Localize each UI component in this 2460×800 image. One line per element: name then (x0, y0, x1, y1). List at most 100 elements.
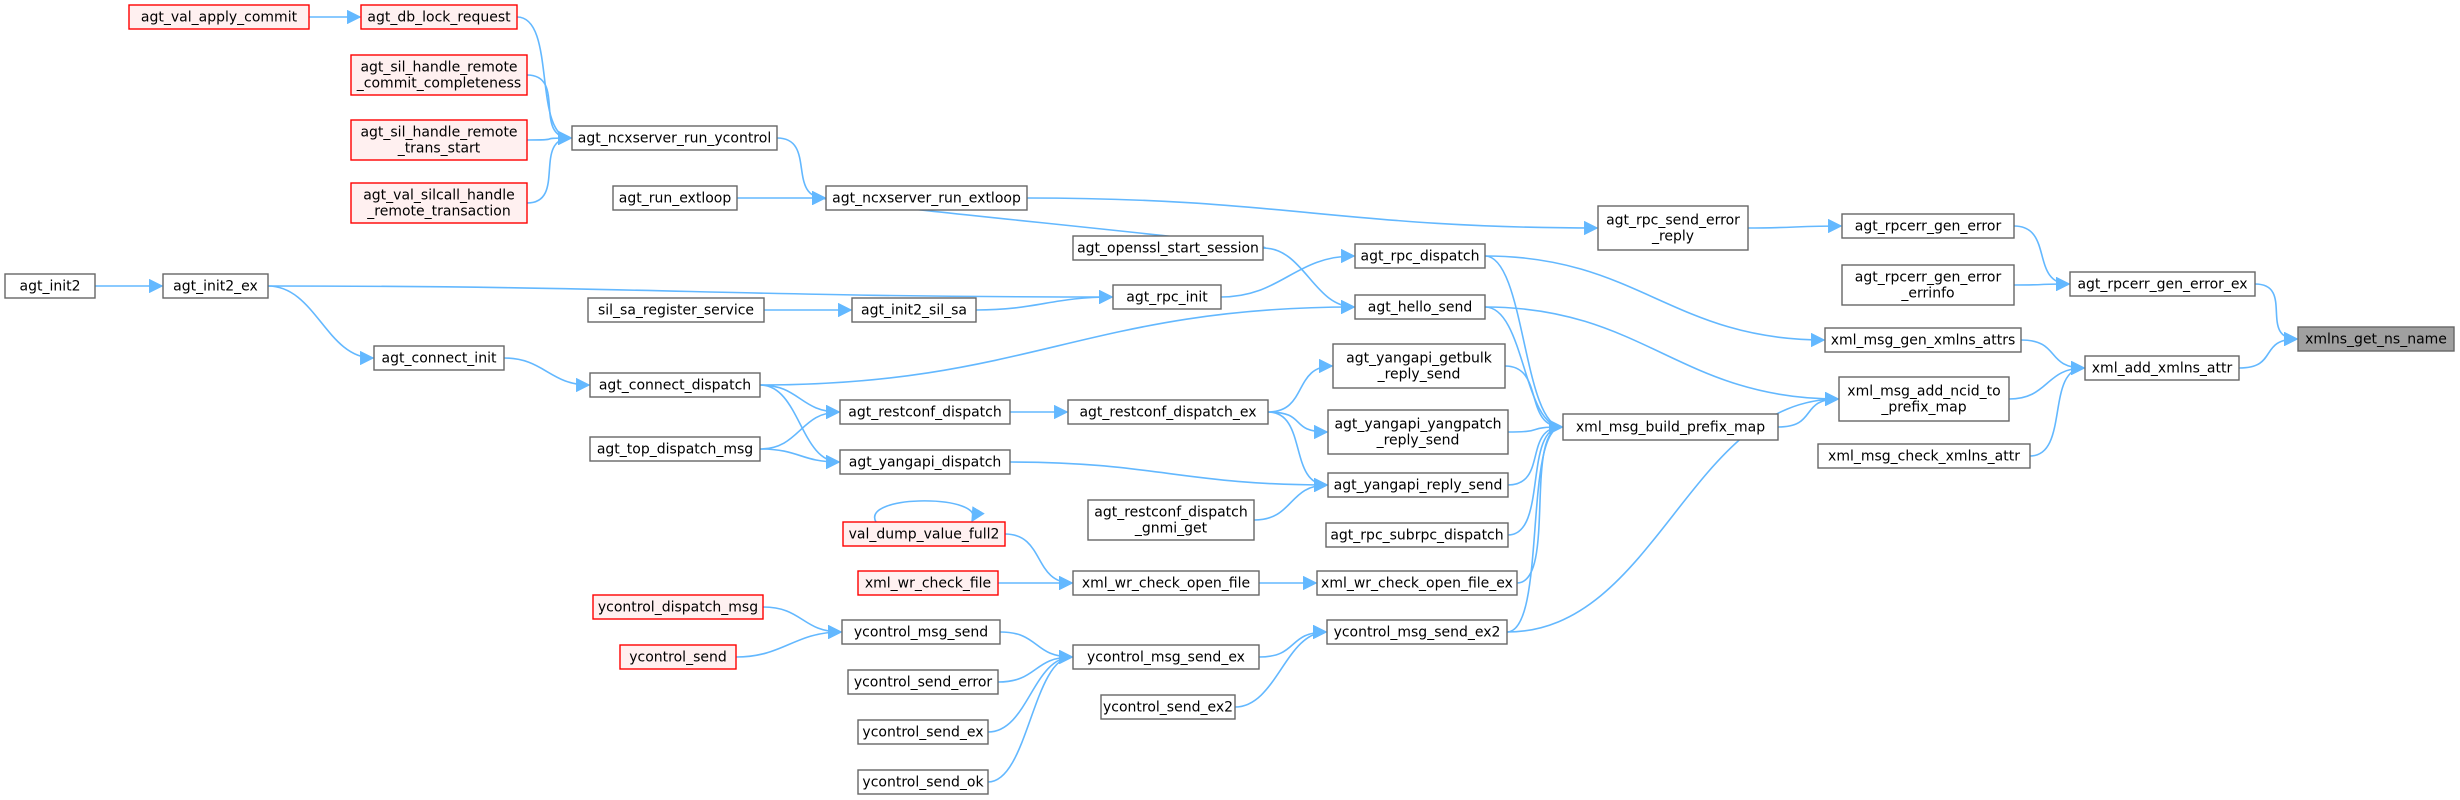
graph-node-yc-send-ok[interactable]: ycontrol_send_ok (857, 769, 989, 795)
graph-node-send-error-reply[interactable]: agt_rpc_send_error_reply (1597, 205, 1749, 251)
edge-ncx-ycontrol-to-ncx-extloop (776, 137, 827, 206)
graph-node-sil-commit[interactable]: agt_sil_handle_remote_commit_completenes… (350, 54, 528, 96)
graph-node-gen-xmlns-attrs[interactable]: xml_msg_gen_xmlns_attrs (1824, 327, 2022, 353)
graph-node-yc-send-ex-b[interactable]: ycontrol_send_ex (857, 719, 989, 745)
graph-node-wr-open[interactable]: xml_wr_check_open_file (1072, 570, 1260, 596)
node-label: agt_db_lock_request (367, 10, 511, 26)
node-label: agt_yangapi_dispatch (849, 455, 1002, 471)
edge-add-xmlns-attr-to-root (2238, 331, 2299, 369)
graph-node-val-dump[interactable]: val_dump_value_full2 (842, 521, 1006, 547)
graph-node-wr-check-file[interactable]: xml_wr_check_file (857, 570, 999, 596)
graph-node-rpc-dispatch[interactable]: agt_rpc_dispatch (1354, 243, 1486, 269)
graph-node-yc-msg-send[interactable]: ycontrol_msg_send (841, 619, 1001, 645)
node-label: xml_wr_check_open_file_ex (1321, 576, 1513, 592)
graph-node-rpc-init[interactable]: agt_rpc_init (1112, 284, 1222, 310)
graph-node-yangapi-disp[interactable]: agt_yangapi_dispatch (839, 449, 1011, 475)
edge-connect-dispatch-to-restconf-disp (759, 384, 841, 420)
node-box (350, 54, 528, 96)
graph-node-hello-send[interactable]: agt_hello_send (1354, 294, 1486, 320)
graph-node-yc-send-error[interactable]: ycontrol_send_error (847, 669, 999, 695)
graph-node-restconf-ex[interactable]: agt_restconf_dispatch_ex (1067, 399, 1269, 425)
graph-node-val-silcall[interactable]: agt_val_silcall_handle_remote_transactio… (350, 182, 528, 224)
graph-node-restconf-disp[interactable]: agt_restconf_dispatch (839, 399, 1011, 425)
graph-node-ncx-extloop[interactable]: agt_ncxserver_run_extloop (825, 185, 1028, 211)
graph-node-yangpatch[interactable]: agt_yangapi_yangpatch_reply_send (1327, 409, 1509, 455)
edge-val-silcall-to-ncx-ycontrol (526, 130, 573, 204)
node-label: agt_restconf_dispatch (848, 405, 1001, 421)
edge-restconf-gnmi-to-yangapi-reply (1253, 477, 1329, 521)
node-label: agt_rpc_subrpc_dispatch (1330, 528, 1503, 544)
graph-node-add-xmlns-attr[interactable]: xml_add_xmlns_attr (2084, 355, 2240, 381)
edge-rpc-dispatch-to-gen-xmlns-attrs (1484, 255, 1826, 348)
graph-node-yc-send[interactable]: ycontrol_send (619, 644, 737, 670)
node-label: ycontrol_msg_send_ex (1087, 650, 1245, 666)
edge-rpcerr-gen-error-to-rpcerr-gen-error-ex (2013, 225, 2071, 292)
edge-yc-send-ex2-to-build-prefix (1506, 419, 1564, 633)
edge-yc-msg-send-to-yc-send-ex (999, 631, 1074, 665)
node-box (587, 297, 765, 323)
graph-node-ncx-ycontrol[interactable]: agt_ncxserver_run_ycontrol (571, 125, 778, 151)
graph-node-sil-sa-reg[interactable]: sil_sa_register_service (587, 297, 765, 323)
edge-restconf-ex-to-yangpatch (1267, 411, 1329, 440)
node-box (839, 449, 1011, 475)
graph-node-yc-dispatch[interactable]: ycontrol_dispatch_msg (592, 594, 764, 620)
node-box (1072, 644, 1260, 670)
node-box (841, 619, 1001, 645)
edge-yc-dispatch-to-yc-msg-send (762, 606, 843, 640)
node-label: ycontrol_dispatch_msg (598, 600, 758, 616)
graph-node-db-lock[interactable]: agt_db_lock_request (360, 4, 518, 30)
graph-node-openssl[interactable]: agt_openssl_start_session (1072, 235, 1264, 261)
graph-node-top-dispatch[interactable]: agt_top_dispatch_msg (589, 436, 761, 462)
node-label: agt_ncxserver_run_ycontrol (578, 131, 771, 147)
graph-node-wr-open-ex[interactable]: xml_wr_check_open_file_ex (1316, 570, 1518, 596)
graph-node-yc-send-ex2[interactable]: ycontrol_msg_send_ex2 (1326, 619, 1508, 645)
graph-node-connect-dispatch[interactable]: agt_connect_dispatch (589, 372, 761, 398)
node-label: _gnmi_get (1134, 521, 1208, 537)
graph-node-getbulk[interactable]: agt_yangapi_getbulk_reply_send (1332, 343, 1506, 389)
graph-node-rpcerr-gen-error-ex[interactable]: agt_rpcerr_gen_error_ex (2069, 271, 2256, 297)
graph-node-rpcerr-gen-error[interactable]: agt_rpcerr_gen_error (1841, 213, 2015, 239)
graph-node-add-ncid[interactable]: xml_msg_add_ncid_to_prefix_map (1838, 376, 2010, 422)
node-box (1112, 284, 1222, 310)
edge-init2-ex-to-connect-init (267, 285, 375, 366)
node-label: _commit_completeness (356, 76, 521, 92)
graph-node-yangapi-reply[interactable]: agt_yangapi_reply_send (1327, 472, 1509, 498)
graph-node-run-extloop[interactable]: agt_run_extloop (612, 185, 738, 211)
graph-node-connect-init[interactable]: agt_connect_init (373, 345, 505, 371)
graph-node-rpcerr-gen-errinfo[interactable]: agt_rpcerr_gen_error_errinfo (1841, 264, 2015, 306)
node-box (162, 273, 269, 299)
graph-node-subrpc[interactable]: agt_rpc_subrpc_dispatch (1325, 522, 1509, 548)
graph-node-sil-trans[interactable]: agt_sil_handle_remote_trans_start (350, 119, 528, 161)
node-box (2297, 326, 2455, 352)
node-box (1327, 472, 1509, 498)
graph-node-init2[interactable]: agt_init2 (4, 273, 96, 299)
graph-node-restconf-gnmi[interactable]: agt_restconf_dispatch_gnmi_get (1087, 499, 1255, 541)
node-label: xml_msg_check_xmlns_attr (1828, 449, 2020, 465)
graph-node-check-xmlns[interactable]: xml_msg_check_xmlns_attr (1817, 443, 2031, 469)
edge-layer (94, 9, 2299, 783)
node-box (857, 719, 989, 745)
edge-gen-xmlns-attrs-to-add-xmlns-attr (2020, 339, 2086, 376)
graph-node-build-prefix[interactable]: xml_msg_build_prefix_map (1562, 413, 1779, 441)
graph-node-root[interactable]: xmlns_get_ns_name (2297, 326, 2455, 352)
edge-check-xmlns-to-add-xmlns-attr (2029, 360, 2086, 457)
node-label: ycontrol_send_ex (862, 725, 983, 741)
node-box (842, 521, 1006, 547)
graph-node-yc-send-ex[interactable]: ycontrol_msg_send_ex (1072, 644, 1260, 670)
graph-node-init2-sil-sa[interactable]: agt_init2_sil_sa (851, 297, 977, 323)
node-box (1817, 443, 2031, 469)
edge-val-dump-to-wr-open (1004, 533, 1074, 591)
node-box (350, 119, 528, 161)
node-label: agt_hello_send (1368, 300, 1472, 316)
edge-init2-ex-to-rpc-init (267, 285, 1114, 305)
node-box (1841, 213, 2015, 239)
edge-connect-dispatch-to-hello-send (759, 299, 1356, 386)
edge-yangapi-disp-to-yangapi-reply (1009, 461, 1329, 493)
graph-node-yc-send-ex2b[interactable]: ycontrol_send_ex2 (1100, 694, 1236, 720)
node-box (1316, 570, 1518, 596)
graph-node-init2-ex[interactable]: agt_init2_ex (162, 273, 269, 299)
node-label: agt_yangapi_getbulk (1346, 351, 1493, 367)
node-label: _reply_send (1376, 433, 1460, 449)
graph-node-val-apply[interactable]: agt_val_apply_commit (128, 4, 310, 30)
edge-val-dump-to-val-dump (873, 500, 985, 523)
